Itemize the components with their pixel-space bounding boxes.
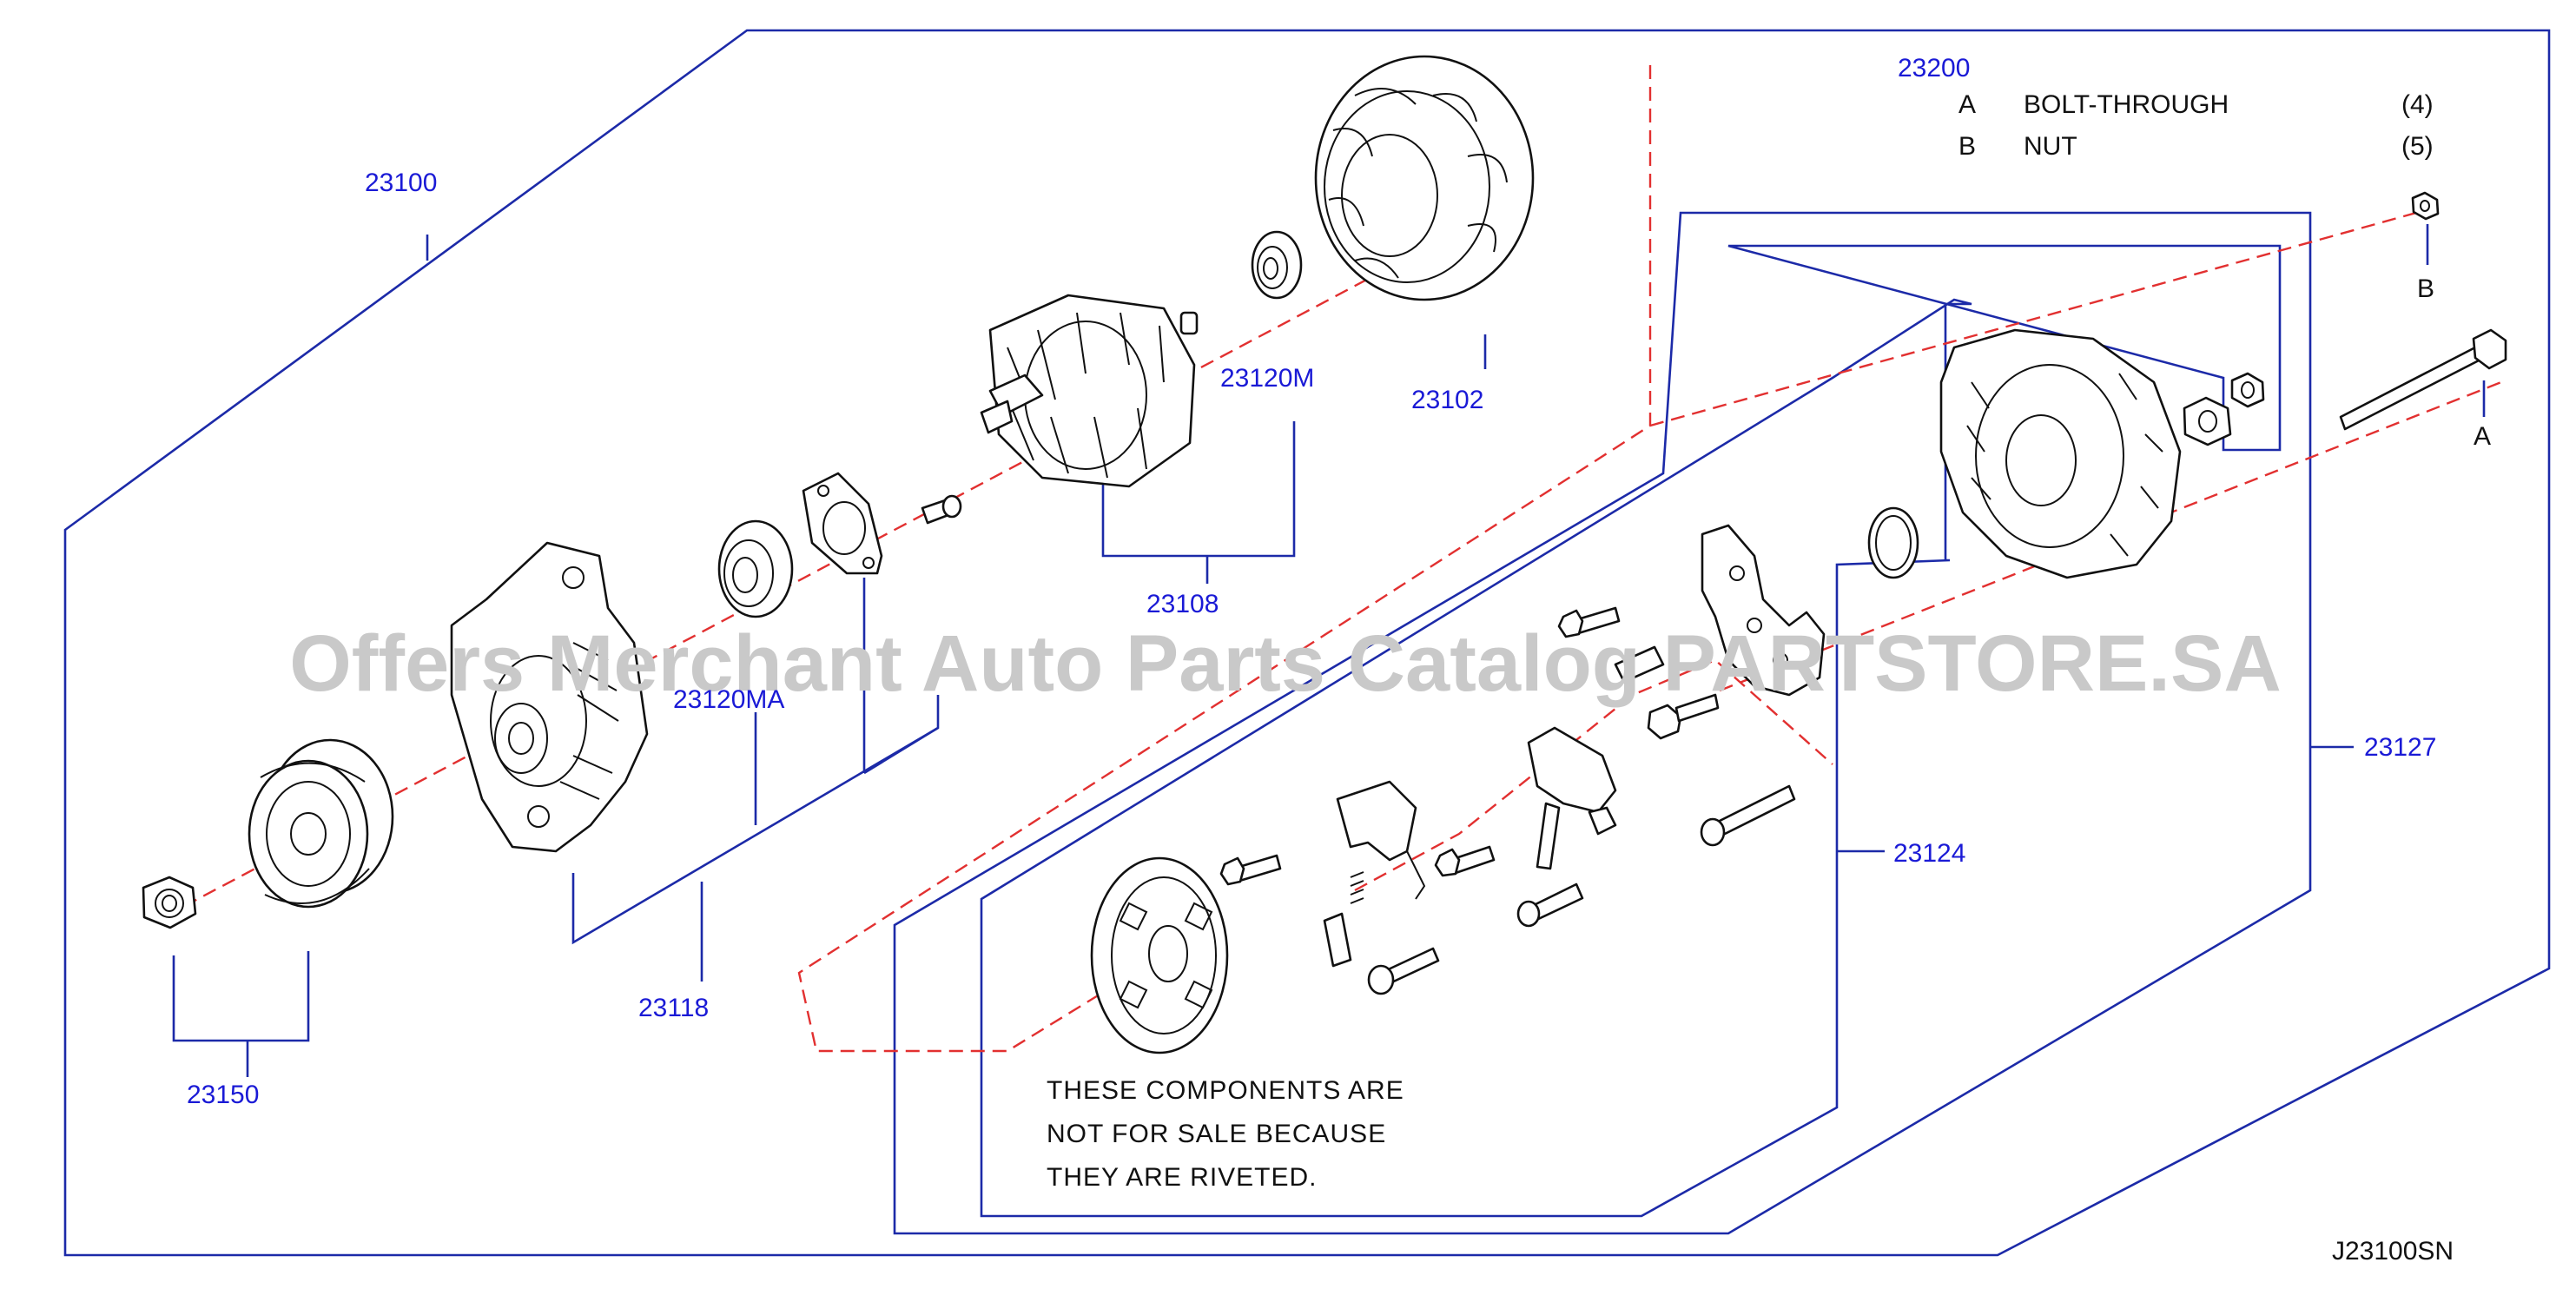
rotor-part (980, 294, 1199, 488)
holder-screw-part (1219, 854, 1282, 886)
regulator-part (1527, 726, 1617, 870)
main-assembly-frame (63, 29, 2551, 1257)
diagram-code: J23100SN (2332, 1237, 2454, 1266)
part-number-23120ma: 23120MA (673, 685, 784, 714)
part-number-23108: 23108 (1146, 590, 1219, 618)
through-bolt-a-part (2339, 328, 2507, 431)
part-number-23120m: 23120M (1220, 364, 1314, 393)
assembly-item-b-qty: (5) (2401, 132, 2434, 161)
part-number-23102: 23102 (1411, 386, 1483, 414)
rear-bearing-part (1251, 230, 1303, 300)
brush-spring-part (1323, 871, 1364, 968)
assembly-number: 23200 (1898, 54, 1970, 83)
o-ring-part (1867, 506, 1919, 579)
assembly-item-a-qty: (4) (2401, 90, 2434, 119)
leader-23118-c (863, 726, 939, 775)
rectifier-frame (1727, 244, 2282, 452)
assembly-item-a-key: A (1958, 90, 1976, 119)
part-number-23127: 23127 (2364, 733, 2436, 762)
rectifier-nut-part (1647, 693, 1720, 740)
part-number-23118: 23118 (638, 994, 709, 1022)
rectifier-bolt-part (1700, 784, 1796, 847)
rear-cover-frame (893, 211, 2312, 1235)
main-axis-line (797, 65, 1652, 1053)
regulator-frame (980, 298, 1972, 1218)
brush-holder-part (1336, 780, 1426, 900)
regulator-screw-part (1434, 845, 1496, 877)
leader-23118 (571, 695, 940, 945)
rear-cover-part (1939, 328, 2182, 579)
part-number-23124: 23124 (1893, 839, 1965, 868)
assembly-item-b-key: B (1958, 132, 1976, 161)
pulley-part (248, 738, 394, 909)
riveted-note-line-2: NOT FOR SALE BECAUSE (1047, 1120, 1386, 1148)
part-number-23150: 23150 (187, 1081, 259, 1109)
leader-23108 (1101, 421, 1296, 558)
regulator-pin-part (1516, 882, 1584, 928)
leader-23150 (172, 951, 310, 1042)
assembly-item-a-name: BOLT-THROUGH (2024, 90, 2229, 119)
assembly-item-b-name: NUT (2024, 132, 2077, 161)
rear-axis-line-upper (1649, 207, 2433, 427)
rectifier-part (1701, 524, 1826, 697)
riveted-note-line-1: THESE COMPONENTS ARE (1047, 1076, 1404, 1105)
front-bearing-part (717, 519, 794, 618)
slip-ring-plate-part (1090, 856, 1229, 1054)
pulley-nut-part (142, 876, 197, 929)
front-housing-part (450, 541, 649, 853)
nut-b-part (2411, 191, 2440, 221)
stator-part (1314, 55, 1535, 301)
retainer-screw-part (921, 494, 962, 525)
rectifier-screw-part (1557, 606, 1621, 638)
watermark-text: Offers Merchant Auto Parts Catalog PARTS… (289, 619, 2282, 708)
callout-a-label: A (2474, 422, 2491, 451)
riveted-note-line-3: THEY ARE RIVETED. (1047, 1163, 1318, 1192)
regulator-bolt-part (1367, 947, 1440, 995)
bearing-retainer-part (802, 472, 883, 575)
part-number-23100: 23100 (365, 169, 437, 197)
rectifier-spacer-part (1614, 645, 1665, 684)
terminal-nuts-part (2183, 372, 2265, 446)
callout-b-label: B (2417, 274, 2434, 303)
regulator-axis-line (1354, 658, 1833, 892)
